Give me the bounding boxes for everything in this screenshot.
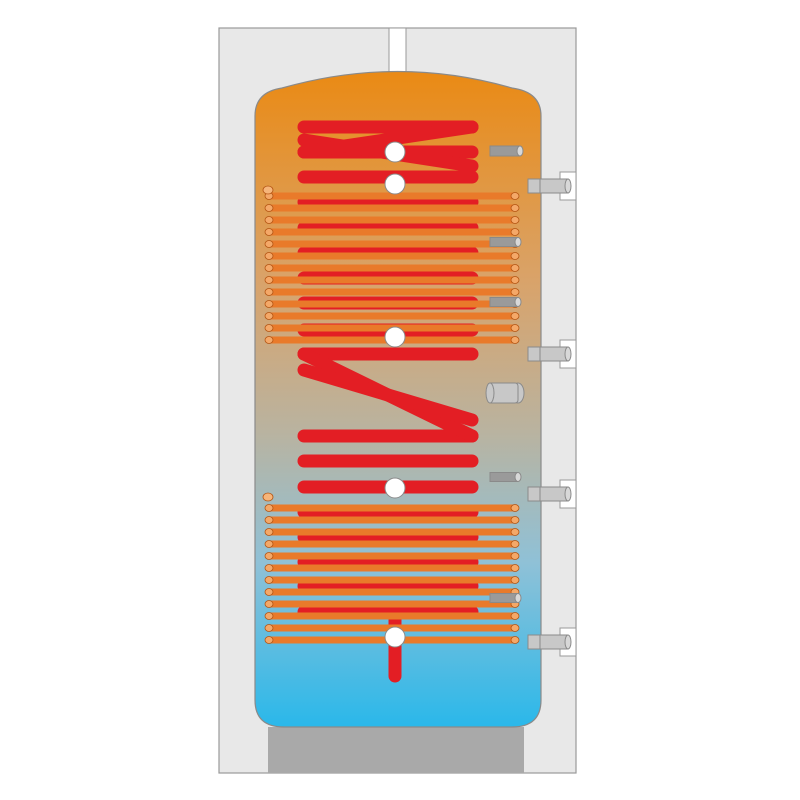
port-stub-end-2 xyxy=(564,486,572,502)
sensor-sleeve-top-body xyxy=(489,145,521,157)
red-tube-diagonal-1 xyxy=(297,120,479,159)
port-stub-1 xyxy=(539,346,569,362)
port-stub-0 xyxy=(539,178,569,194)
sensor-sleeve-3-end xyxy=(514,297,522,307)
flange-port xyxy=(485,382,525,404)
sleeve-2 xyxy=(384,326,406,348)
upper-coil-turn-end-left-1 xyxy=(264,204,274,212)
upper-coil-turn-end-right-2 xyxy=(510,216,520,224)
lower-coil-turn-end-left-6 xyxy=(264,576,274,584)
lower-coil-inlet xyxy=(262,492,274,502)
sensor-sleeve-2-end xyxy=(514,237,522,247)
upper-coil-turn-end-right-3 xyxy=(510,228,520,236)
port-stub-end-0 xyxy=(564,178,572,194)
sensor-sleeve-3 xyxy=(489,297,522,307)
sensor-sleeve-5-end xyxy=(514,593,522,603)
sensor-sleeve-4-body xyxy=(489,472,519,482)
upper-coil-turn-end-left-4 xyxy=(264,240,274,248)
sleeve-3 xyxy=(384,477,406,499)
port-stub-end-3 xyxy=(564,634,572,650)
port-stub-3 xyxy=(539,634,569,650)
upper-heat-exchanger-coil xyxy=(262,185,520,344)
port-stub-end-1 xyxy=(564,346,572,362)
sensor-sleeve-3-body xyxy=(489,297,519,307)
lower-coil-turn-end-left-11 xyxy=(264,636,274,644)
sensor-sleeve-4 xyxy=(489,472,522,482)
sensor-sleeve-5-body xyxy=(489,593,519,603)
lower-coil-turn-end-right-10 xyxy=(510,624,520,632)
lower-coil-turn-end-right-2 xyxy=(510,528,520,536)
sensor-sleeves xyxy=(384,141,406,648)
port-stub-2 xyxy=(539,486,569,502)
lower-coil-turn-end-left-4 xyxy=(264,552,274,560)
lower-coil-turn-end-right-11 xyxy=(510,636,520,644)
sensor-sleeve-2 xyxy=(489,237,522,247)
upper-coil-turn-end-right-5 xyxy=(510,252,520,260)
upper-coil-turn-end-left-8 xyxy=(264,288,274,296)
lower-coil-turn-end-left-8 xyxy=(264,600,274,608)
lower-coil-turn-end-right-6 xyxy=(510,576,520,584)
lower-coil-turn-end-left-3 xyxy=(264,540,274,548)
upper-coil-turn-end-left-11 xyxy=(264,324,274,332)
upper-coil-inlet xyxy=(262,185,274,195)
upper-coil-turn-end-right-1 xyxy=(510,204,520,212)
upper-coil-turn-end-left-9 xyxy=(264,300,274,308)
upper-coil-turn-end-right-11 xyxy=(510,324,520,332)
upper-coil-turn-end-left-7 xyxy=(264,276,274,284)
upper-coil-turn-end-left-10 xyxy=(264,312,274,320)
upper-coil-turn-end-left-6 xyxy=(264,264,274,272)
lower-coil-turn-end-right-1 xyxy=(510,516,520,524)
lower-coil-turn-end-left-0 xyxy=(264,504,274,512)
lower-coil-turn-end-right-0 xyxy=(510,504,520,512)
lower-coil-turn-end-left-10 xyxy=(264,624,274,632)
sensor-sleeve-4-end xyxy=(514,472,522,482)
lower-coil-turn-end-left-2 xyxy=(264,528,274,536)
lower-coil-turn-end-right-4 xyxy=(510,552,520,560)
sleeve-1 xyxy=(384,173,406,195)
upper-coil-turn-end-right-7 xyxy=(510,276,520,284)
upper-coil-turn-end-right-0 xyxy=(510,192,520,200)
upper-coil-turn-end-left-12 xyxy=(264,336,274,344)
lower-coil-turn-end-left-1 xyxy=(264,516,274,524)
lower-coil-turn-end-right-3 xyxy=(510,540,520,548)
base-stand xyxy=(268,727,524,773)
upper-coil-turn-end-right-10 xyxy=(510,312,520,320)
upper-coil-turn-end-left-2 xyxy=(264,216,274,224)
red-tube-diagonal-3 xyxy=(297,363,479,427)
lower-coil-turn-end-right-9 xyxy=(510,612,520,620)
lower-coil-turn-end-left-9 xyxy=(264,612,274,620)
sensor-sleeve-2-body xyxy=(489,237,519,247)
sensor-sleeve-5 xyxy=(489,593,522,603)
sleeve-0 xyxy=(384,141,406,163)
upper-coil-turn-end-left-3 xyxy=(264,228,274,236)
side-ports xyxy=(489,145,577,657)
lower-coil-turn-end-left-5 xyxy=(264,564,274,572)
upper-coil-turn-end-left-5 xyxy=(264,252,274,260)
upper-coil-turn-end-right-8 xyxy=(510,288,520,296)
lower-coil-turn-end-right-5 xyxy=(510,564,520,572)
upper-coil-turn-end-right-6 xyxy=(510,264,520,272)
sleeve-4 xyxy=(384,626,406,648)
sensor-sleeve-top xyxy=(489,145,524,157)
lower-coil-turn-end-left-7 xyxy=(264,588,274,596)
upper-coil-turn-end-right-12 xyxy=(510,336,520,344)
sensor-sleeve-top-end xyxy=(516,145,524,157)
